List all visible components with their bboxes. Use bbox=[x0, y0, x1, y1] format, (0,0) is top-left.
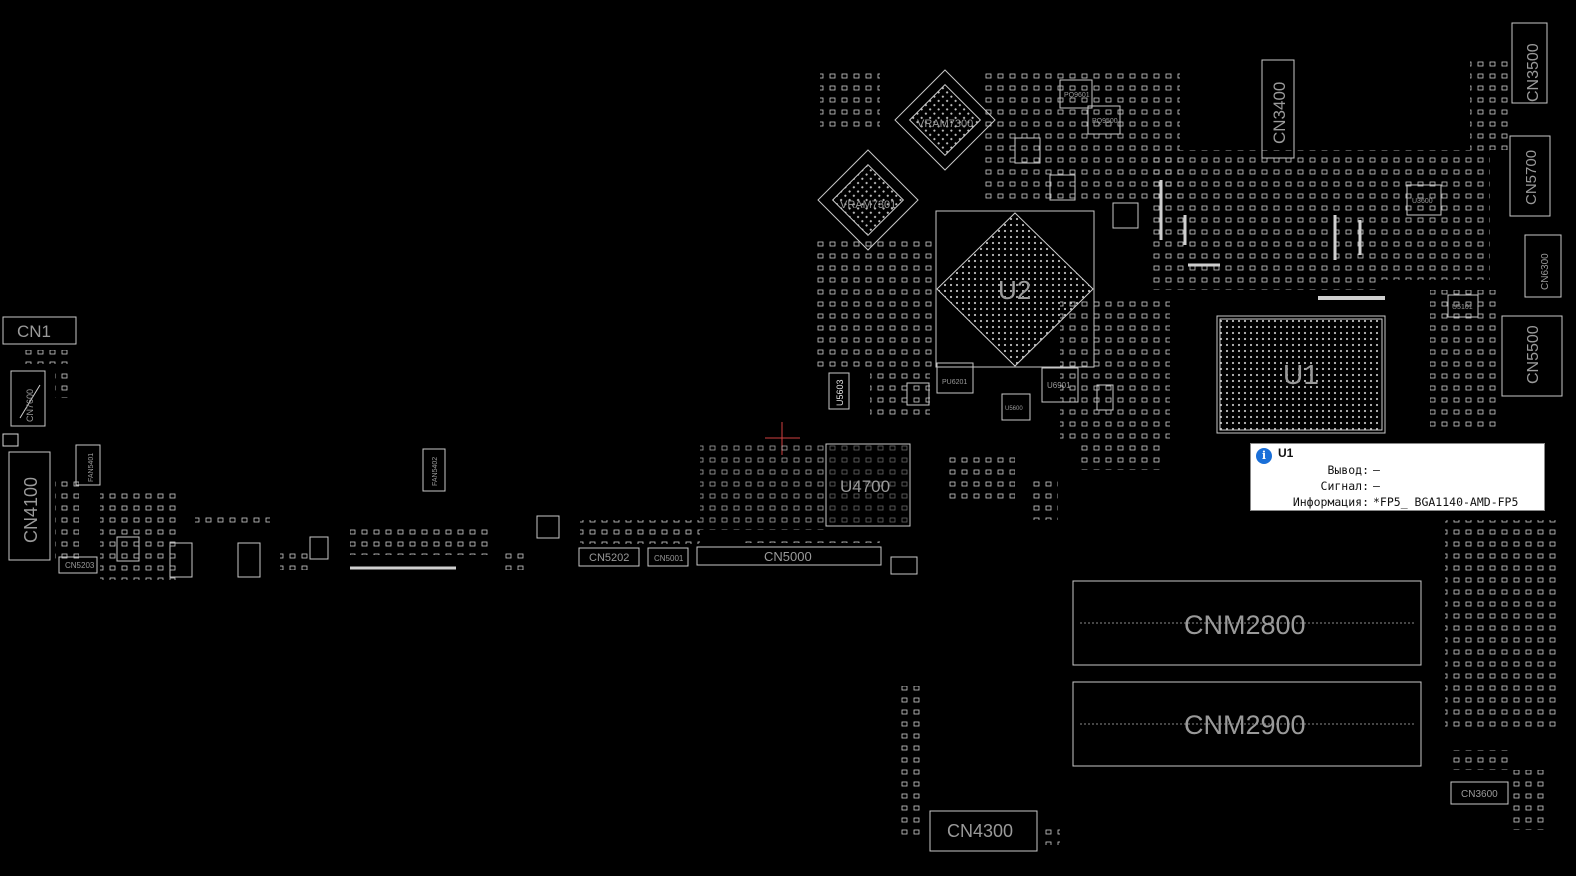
tooltip-info-value: *FP5_ BGA1140-AMD-FP5 bbox=[1373, 495, 1519, 509]
component-pq9500[interactable]: PQ9500 bbox=[1087, 105, 1121, 135]
component-cn5000[interactable]: CN5000 bbox=[696, 537, 882, 566]
cn5001-label: CN5001 bbox=[654, 554, 684, 563]
component-cn7600[interactable]: CN7600 bbox=[10, 370, 46, 427]
cpu-smd-clusters bbox=[1150, 60, 1510, 430]
fan5401-label: FAN5401 bbox=[88, 453, 95, 482]
component-cn3600[interactable]: CN3600 bbox=[1450, 781, 1509, 805]
cn5500-label: CN5500 bbox=[1525, 325, 1542, 384]
vram7300-label: VRAM7300 bbox=[917, 118, 973, 130]
info-icon: i bbox=[1256, 448, 1272, 464]
component-cnm2800[interactable]: CNM2800 bbox=[1072, 580, 1422, 666]
component-cn4300[interactable]: CN4300 bbox=[900, 686, 1060, 852]
tooltip-info-label: Информация: bbox=[1292, 495, 1369, 509]
component-pq9601[interactable]: PQ9601 bbox=[1059, 79, 1093, 109]
u5600-label: U5600 bbox=[1005, 406, 1023, 412]
component-u1[interactable]: U1 bbox=[1216, 315, 1386, 434]
component-cn5500[interactable]: CN5500 bbox=[1501, 315, 1563, 397]
u3600-label: U3600 bbox=[1412, 198, 1433, 205]
cn3500-label: CN3500 bbox=[1525, 43, 1542, 102]
pu6201-label: PU6201 bbox=[942, 379, 967, 386]
fan5402-label: FAN5402 bbox=[432, 457, 439, 486]
u4700-label: U4700 bbox=[840, 477, 890, 496]
right-column-smd bbox=[1445, 520, 1560, 830]
cn6300-label: CN6300 bbox=[1540, 253, 1551, 290]
u5603-label: U5603 bbox=[835, 379, 845, 406]
component-u5101[interactable]: U5101 bbox=[1447, 294, 1479, 318]
vram7301-label: VRAM7301 bbox=[840, 199, 896, 211]
cn5203-label: CN5203 bbox=[65, 561, 95, 570]
small-pad bbox=[890, 556, 918, 575]
component-u5603[interactable]: U5603 bbox=[828, 372, 850, 410]
component-fan5401[interactable]: FAN5401 bbox=[75, 444, 101, 486]
u5101-label: U5101 bbox=[1452, 304, 1473, 311]
cnm2900-label: CNM2900 bbox=[1184, 710, 1306, 740]
pq9601-label: PQ9601 bbox=[1064, 92, 1090, 99]
component-fan5402[interactable]: FAN5402 bbox=[422, 448, 446, 492]
component-cn5700[interactable]: CN5700 bbox=[1509, 135, 1551, 217]
u2-label: U2 bbox=[998, 275, 1031, 305]
component-cn3400[interactable]: CN3400 bbox=[1261, 59, 1295, 159]
cn5202-label: CN5202 bbox=[589, 552, 629, 564]
cn4100-label: CN4100 bbox=[21, 477, 41, 543]
component-cn6300[interactable]: CN6300 bbox=[1524, 234, 1562, 298]
tooltip-title: U1 bbox=[1278, 446, 1294, 460]
cn7600-label: CN7600 bbox=[25, 389, 35, 422]
component-cn5202[interactable]: CN5202 bbox=[578, 547, 640, 567]
u6901-label: U6901 bbox=[1047, 381, 1071, 390]
component-u4700[interactable]: U4700 bbox=[825, 443, 911, 527]
component-pu6201[interactable]: PU6201 bbox=[936, 362, 974, 394]
component-cn4100[interactable]: CN4100 bbox=[2, 433, 51, 561]
component-vram7300[interactable]: VRAM7300 bbox=[894, 69, 996, 171]
component-vram7301[interactable]: VRAM7301 bbox=[817, 149, 919, 251]
component-u2[interactable]: U2 bbox=[935, 210, 1095, 368]
component-u5600[interactable]: U5600 bbox=[1001, 393, 1031, 421]
cn5000-label: CN5000 bbox=[764, 549, 812, 564]
component-cn3500[interactable]: CN3500 bbox=[1511, 22, 1548, 104]
cn4300-label: CN4300 bbox=[947, 821, 1013, 841]
component-info-tooltip: i U1 Вывод: — Сигнал: — Информация: *FP5… bbox=[1250, 443, 1545, 511]
smd-cluster-u4700 bbox=[700, 440, 825, 530]
cn1-label: CN1 bbox=[17, 322, 51, 341]
component-cn1[interactable]: CN1 bbox=[2, 316, 77, 345]
tooltip-pin-value: — bbox=[1373, 463, 1380, 477]
cn3400-label: CN3400 bbox=[1270, 82, 1289, 144]
gpu-smd-clusters bbox=[815, 70, 1180, 520]
tooltip-signal-label: Сигнал: bbox=[1320, 479, 1369, 493]
tooltip-signal-value: — bbox=[1373, 479, 1380, 493]
pq9500-label: PQ9500 bbox=[1092, 118, 1118, 125]
component-u3600[interactable]: U3600 bbox=[1406, 184, 1442, 216]
u1-label: U1 bbox=[1283, 359, 1319, 390]
cnm2800-label: CNM2800 bbox=[1184, 610, 1306, 640]
tooltip-pin-label: Вывод: bbox=[1327, 463, 1369, 477]
left-smd-cluster bbox=[25, 350, 700, 580]
component-cnm2900[interactable]: CNM2900 bbox=[1072, 681, 1422, 767]
cn5700-label: CN5700 bbox=[1523, 150, 1540, 205]
cn3600-label: CN3600 bbox=[1461, 789, 1498, 800]
component-cn5001[interactable]: CN5001 bbox=[647, 547, 689, 567]
